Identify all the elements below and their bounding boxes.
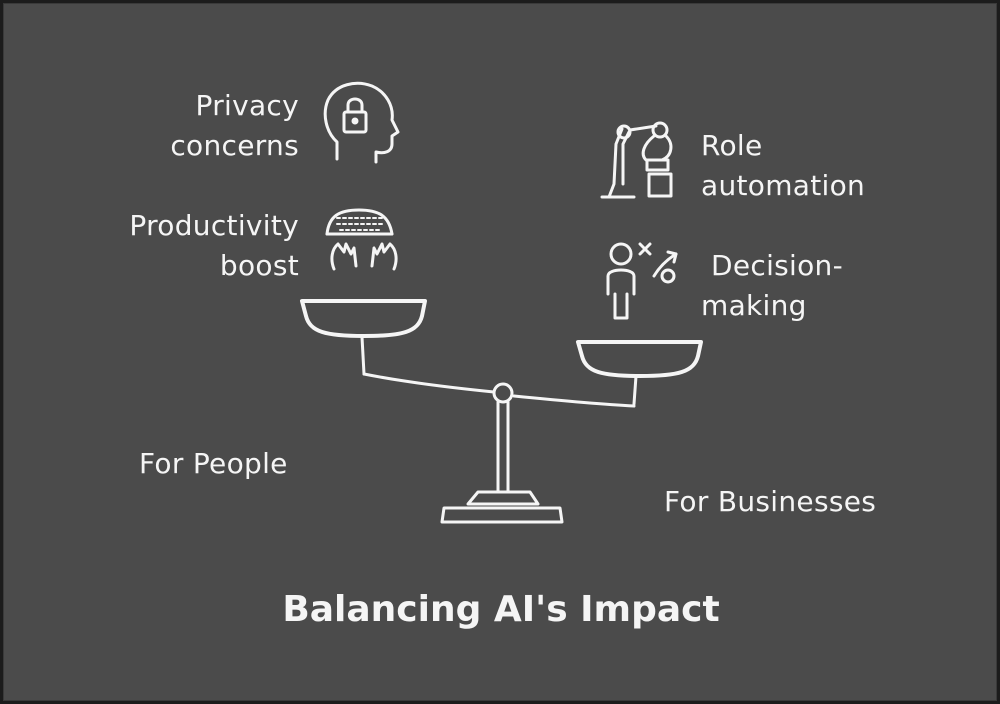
- diagram-graphics: [300, 81, 703, 524]
- for-businesses-label: For Businesses: [664, 485, 877, 518]
- robot-arm-icon: [600, 121, 673, 199]
- balance-scale: [300, 299, 703, 524]
- keyboard-hands-icon: [325, 208, 398, 271]
- diagram-board: Privacy concerns Productivity boost Role…: [3, 3, 997, 701]
- for-people-label: For People: [139, 447, 288, 480]
- productivity-boost-label: Productivity boost: [129, 209, 299, 282]
- role-automation-label: Role automation: [701, 129, 866, 202]
- person-strategy-icon: [606, 242, 678, 320]
- privacy-concerns-label: Privacy concerns: [170, 89, 299, 162]
- decision-making-label: Decision- making: [701, 249, 844, 322]
- head-lock-icon: [323, 81, 400, 164]
- diagram-title: Balancing AI's Impact: [282, 589, 720, 630]
